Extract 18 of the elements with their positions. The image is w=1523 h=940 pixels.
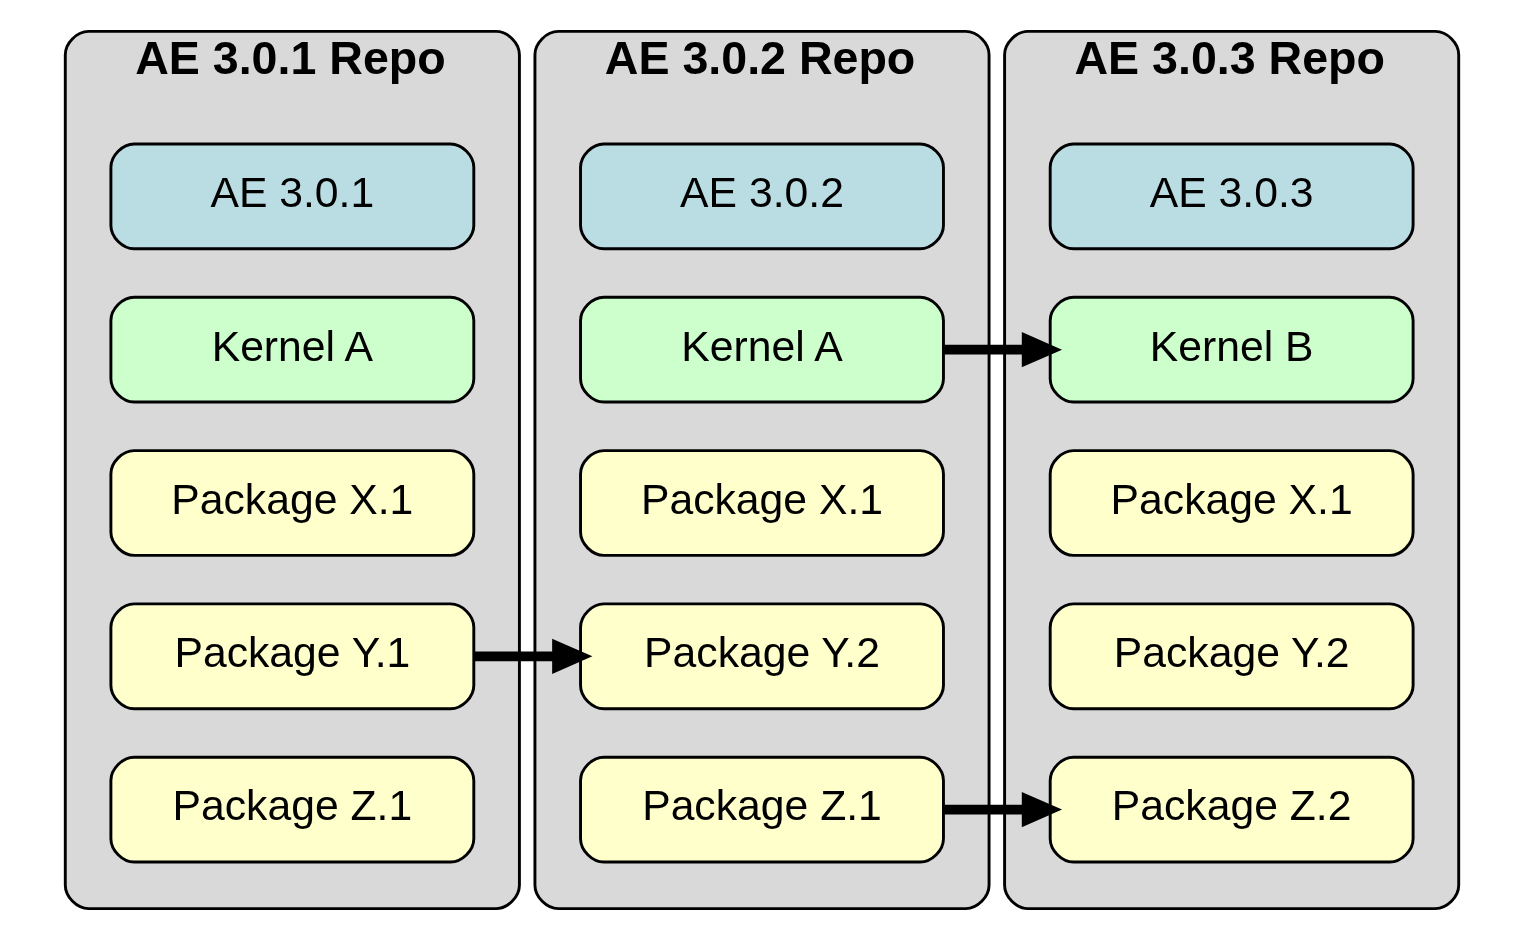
node-box: Package Y.1 [108, 602, 475, 711]
node-box: Package X.1 [108, 449, 475, 557]
node-box: Kernel A [578, 295, 945, 404]
node-box: AE 3.0.1 [108, 142, 475, 251]
node-box: Package Y.2 [578, 602, 945, 711]
node-box: AE 3.0.3 [1048, 142, 1415, 251]
node-box: AE 3.0.2 [578, 142, 945, 251]
arrow [943, 792, 1062, 828]
node-box: Package Z.1 [578, 755, 945, 864]
node-box: Package Z.2 [1048, 755, 1415, 864]
node-box: Package Y.2 [1048, 602, 1415, 711]
arrow [943, 332, 1062, 368]
node-box: Package Z.1 [108, 755, 475, 864]
node-box: Kernel B [1048, 295, 1415, 404]
node-box: Kernel A [108, 295, 475, 404]
node-box: Package X.1 [578, 449, 945, 557]
node-box: Package X.1 [1048, 449, 1415, 557]
arrow [473, 638, 592, 674]
